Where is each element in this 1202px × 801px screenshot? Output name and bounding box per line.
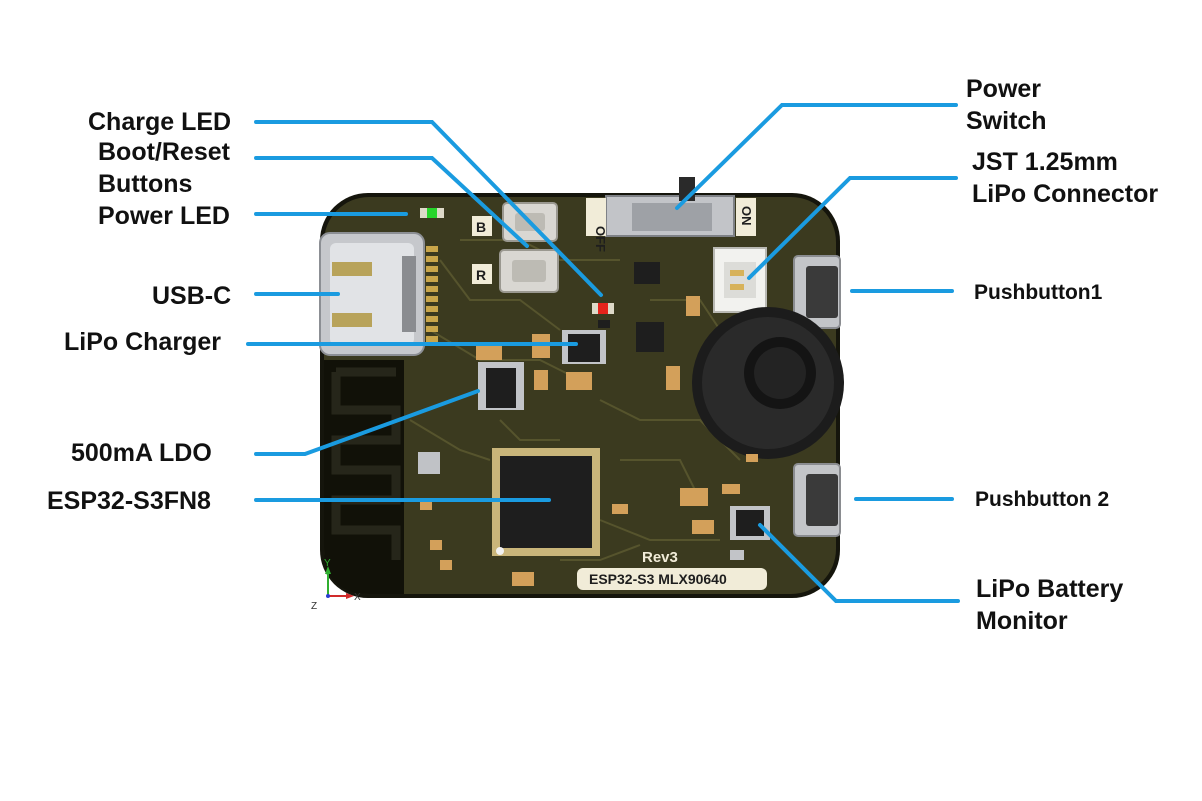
power-led bbox=[420, 208, 444, 218]
antenna-area bbox=[324, 360, 404, 594]
on-silkscreen: ON bbox=[739, 206, 754, 226]
label-battery-monitor-line1: LiPo Battery bbox=[976, 575, 1124, 603]
ldo-chip bbox=[478, 362, 524, 410]
pushbutton-1 bbox=[793, 255, 841, 329]
label-esp32: ESP32-S3FN8 bbox=[47, 487, 211, 515]
charge-led bbox=[592, 303, 614, 314]
label-ldo: 500mA LDO bbox=[71, 439, 212, 467]
axis-y-label: Y bbox=[324, 558, 331, 569]
label-pushbutton1: Pushbutton1 bbox=[974, 281, 1103, 304]
axis-z-label: Z bbox=[311, 601, 317, 612]
board-label-box bbox=[577, 568, 767, 590]
label-power-led: Power LED bbox=[98, 202, 230, 230]
label-boot-reset: Boot/Reset Buttons bbox=[98, 136, 230, 200]
leader-power-switch bbox=[675, 103, 958, 210]
axis-x-label: X bbox=[354, 592, 361, 603]
joystick bbox=[692, 307, 844, 459]
label-jst-line1: JST 1.25mm bbox=[972, 148, 1118, 176]
off-silkscreen: OFF bbox=[593, 226, 608, 252]
rev-silkscreen: Rev3 bbox=[642, 549, 678, 566]
label-jst-connector: JST 1.25mm LiPo Connector bbox=[972, 146, 1158, 210]
leader-jst bbox=[747, 176, 958, 280]
label-power-switch: Power Switch bbox=[966, 73, 1047, 137]
jst-connector bbox=[713, 247, 767, 313]
leader-lines bbox=[246, 103, 960, 603]
usb-c-connector bbox=[319, 232, 425, 356]
leader-charge-led bbox=[254, 120, 603, 297]
power-switch bbox=[586, 177, 756, 237]
misc-components bbox=[418, 262, 758, 586]
leader-ldo bbox=[254, 389, 480, 456]
lipo-charger-chip bbox=[562, 330, 606, 364]
label-usb-c: USB-C bbox=[152, 282, 232, 310]
label-jst-line2: LiPo Connector bbox=[972, 180, 1159, 208]
label-pushbutton2: Pushbutton 2 bbox=[975, 488, 1110, 511]
board-name-silkscreen: ESP32-S3 MLX90640 bbox=[589, 571, 727, 587]
boot-silkscreen: B bbox=[476, 219, 486, 235]
label-battery-monitor-line2: Monitor bbox=[976, 607, 1068, 635]
label-lipo-charger: LiPo Charger bbox=[64, 328, 221, 356]
leader-boot-reset bbox=[254, 156, 529, 248]
label-power-switch-line2: Switch bbox=[966, 107, 1047, 135]
label-charge-led: Charge LED bbox=[88, 108, 232, 136]
reset-silkscreen: R bbox=[476, 267, 486, 283]
axis-triad bbox=[325, 566, 354, 599]
battery-monitor-chip bbox=[730, 506, 770, 540]
usb-pins bbox=[426, 246, 438, 342]
label-battery-monitor: LiPo Battery Monitor bbox=[976, 573, 1123, 637]
leader-battery-monitor bbox=[758, 523, 960, 603]
pushbutton-2 bbox=[793, 463, 841, 537]
label-boot-reset-line2: Buttons bbox=[98, 170, 193, 198]
label-power-switch-line1: Power bbox=[966, 75, 1042, 103]
label-boot-reset-line1: Boot/Reset bbox=[98, 138, 230, 166]
reset-button bbox=[472, 249, 559, 293]
